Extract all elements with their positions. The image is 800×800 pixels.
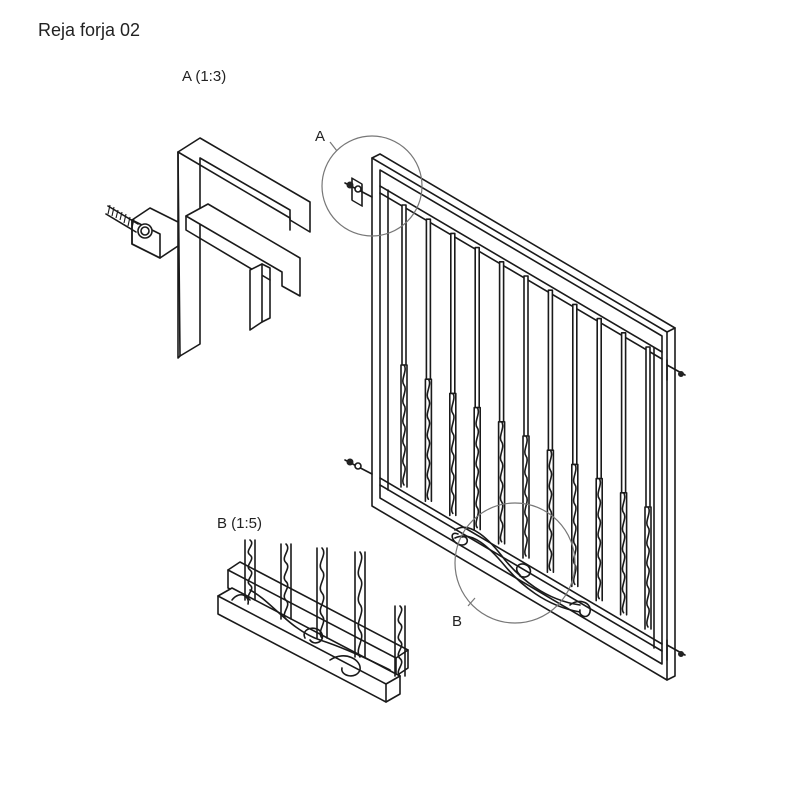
detail-b-bar	[354, 551, 366, 658]
bottom-rail	[379, 477, 663, 645]
detail-b-bars	[244, 539, 406, 677]
grille-bar	[546, 289, 555, 573]
grille-bar	[400, 204, 408, 488]
bracket-bottom-right	[666, 639, 686, 661]
detail-a-drawing	[105, 137, 311, 359]
grille-bar	[449, 232, 457, 517]
main-grille	[321, 135, 686, 681]
bar-group	[400, 204, 652, 630]
threaded-rod	[105, 204, 139, 233]
callout-b-label: B	[452, 613, 463, 630]
detail-b-bar	[280, 543, 292, 620]
bracket-bottom-left	[344, 458, 373, 475]
detail-a-label: A (1:3)	[182, 68, 227, 85]
bracket-top-right	[666, 359, 686, 381]
detail-b-label: B (1:5)	[217, 515, 263, 532]
grille-bar	[473, 246, 481, 531]
detail-circle-a	[321, 135, 423, 237]
grille-bar	[522, 275, 530, 559]
top-rail	[379, 185, 663, 353]
detail-b-bar	[316, 547, 328, 639]
detail-circle-b	[454, 502, 576, 624]
grille-bar	[595, 317, 603, 602]
grille-bar	[619, 332, 628, 616]
page-title: Reja forja 02	[38, 20, 141, 40]
detail-b-bar	[394, 605, 406, 677]
detail-b-drawing	[217, 539, 409, 703]
scroll-ornament	[451, 526, 591, 618]
grille-bar	[644, 346, 652, 630]
grille-bar	[424, 218, 433, 502]
detail-b-bar	[244, 539, 256, 601]
bracket-top-left	[344, 177, 373, 207]
grille-bar	[571, 303, 579, 588]
grille-bar	[497, 261, 506, 545]
callout-a-label: A	[315, 128, 326, 145]
